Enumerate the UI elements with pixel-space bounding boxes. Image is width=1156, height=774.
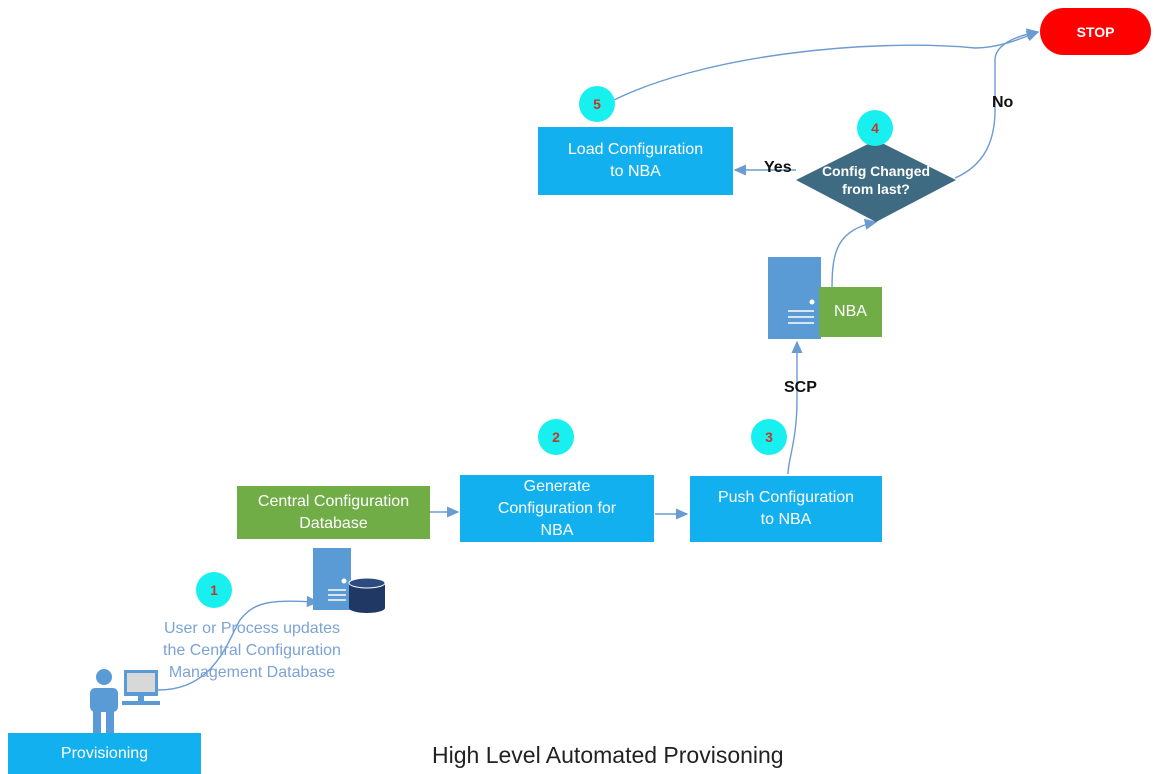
connector-decision-to-stop (954, 28, 1040, 179)
load-configuration-box: Load Configuration to NBA (538, 127, 733, 195)
decision-label: Config Changed from last? (821, 163, 931, 197)
connector-user-to-db (157, 595, 320, 691)
diagram-title: High Level Automated Provisoning (432, 742, 784, 768)
step-badge-1: 1 (196, 572, 232, 608)
provisioning-box: Provisioning (8, 733, 201, 774)
user-process-note: User or Process updates the Central Conf… (163, 620, 341, 681)
decision-diamond (796, 140, 956, 222)
central-config-database-box: Central Configuration Database (237, 486, 430, 539)
step-badge-4: 4 (857, 110, 893, 146)
nba-server-icon (768, 257, 821, 339)
stop-terminator: STOP (1040, 8, 1151, 55)
connector-load-to-stop (607, 30, 1040, 104)
step-badge-5: 5 (579, 86, 615, 122)
connector-nba-to-decision (831, 218, 878, 289)
step-badge-3: 3 (751, 419, 787, 455)
user-at-computer-icon (90, 669, 160, 733)
connector-push-to-nba (787, 340, 803, 475)
scp-label: SCP (784, 379, 817, 396)
step-badge-2: 2 (538, 419, 574, 455)
no-label: No (992, 94, 1014, 111)
yes-label: Yes (764, 159, 792, 176)
generate-configuration-box: Generate Configuration for NBA (460, 475, 654, 542)
nba-box: NBA (819, 287, 882, 337)
server-icon (313, 548, 351, 610)
push-configuration-box: Push Configuration to NBA (690, 476, 882, 542)
database-icon (348, 577, 386, 613)
